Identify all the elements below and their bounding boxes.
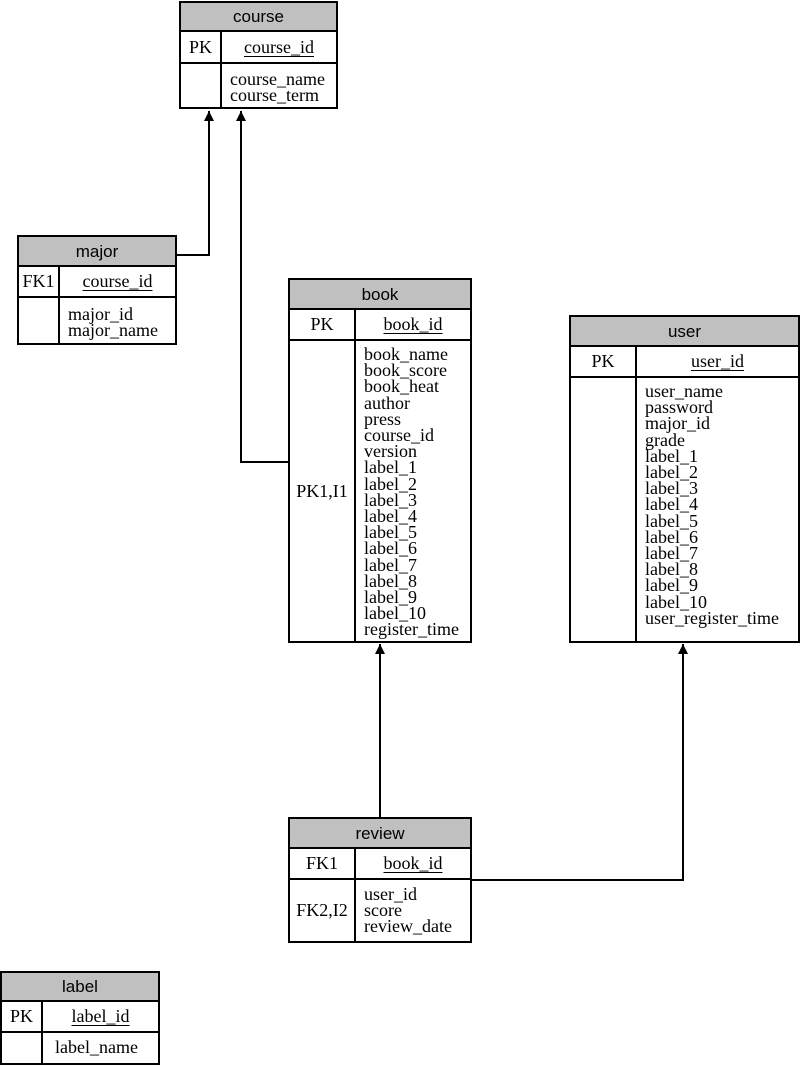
attribute-field: user_name <box>645 381 723 401</box>
attribute-field: label_4 <box>364 506 417 527</box>
attribute-field: label_5 <box>364 522 417 543</box>
attr-key-label <box>571 378 637 641</box>
attribute-field: label_1 <box>364 457 417 478</box>
attribute-field: label_6 <box>364 538 417 559</box>
attribute-field: label_name <box>55 1037 138 1057</box>
attribute-field: course_id <box>364 425 434 446</box>
attribute-field: course_term <box>230 85 319 106</box>
attribute-field: label_4 <box>645 494 698 515</box>
attribute-field: press <box>364 408 401 429</box>
attribute-field: label_10 <box>364 603 426 624</box>
primary-key-field: course_id <box>244 36 314 57</box>
foreign-key-field: book_id <box>383 853 443 873</box>
attribute-field: password <box>645 397 713 418</box>
entity-book[interactable]: book PK book_id PK1,I1 book_name book_sc… <box>288 278 472 643</box>
entity-title: user <box>571 317 798 347</box>
attribute-field: register_time <box>364 619 459 640</box>
entity-major[interactable]: major FK1 course_id major_id major_name <box>17 235 177 345</box>
attr-key-label <box>2 1033 43 1063</box>
primary-key-field: label_id <box>71 1006 130 1026</box>
attr-key-label <box>19 298 60 343</box>
attr-key-label <box>181 64 222 107</box>
attr-key-label: FK2,I2 <box>290 880 356 941</box>
entity-title: book <box>290 280 470 310</box>
attribute-field: label_3 <box>364 489 417 510</box>
attribute-field: label_7 <box>645 543 698 564</box>
attribute-field: label_1 <box>645 445 698 466</box>
attribute-field: user_register_time <box>645 607 779 628</box>
entity-title: label <box>2 973 158 1002</box>
foreign-key-field: course_id <box>82 271 153 291</box>
entity-title: review <box>290 819 470 849</box>
attribute-field: score <box>364 900 402 921</box>
entity-label[interactable]: label PK label_id label_name <box>0 971 160 1065</box>
key-type-label: PK <box>2 1002 43 1031</box>
attr-key-label: PK1,I1 <box>290 341 356 641</box>
entity-user[interactable]: user PK user_id user_name password major… <box>569 315 800 643</box>
key-type-label: PK <box>290 310 356 339</box>
attribute-field: book_score <box>364 360 447 381</box>
connector-book-to-course <box>236 111 289 463</box>
attribute-field: author <box>364 392 410 413</box>
attribute-field: major_id <box>68 304 133 324</box>
attribute-field: label_6 <box>645 526 698 547</box>
key-type-label: FK1 <box>19 267 60 296</box>
attribute-field: label_8 <box>364 570 417 591</box>
key-type-label: FK1 <box>290 849 356 878</box>
attribute-field: label_8 <box>645 559 698 580</box>
attribute-field: label_9 <box>645 575 698 596</box>
entity-course[interactable]: course PK course_id course_name course_t… <box>179 1 338 109</box>
attribute-field: label_2 <box>364 473 417 494</box>
entity-title: major <box>19 237 175 267</box>
connector-review-to-user <box>471 644 688 881</box>
entity-review[interactable]: review FK1 book_id FK2,I2 user_id score … <box>288 817 472 943</box>
attribute-field: book_name <box>364 344 448 364</box>
attribute-field: version <box>364 441 417 462</box>
key-type-label: PK <box>181 32 222 62</box>
key-type-label: PK <box>571 347 637 376</box>
attribute-field: book_heat <box>364 376 439 397</box>
attribute-field: review_date <box>364 916 452 937</box>
attribute-field: label_10 <box>645 591 707 612</box>
attribute-field: label_2 <box>645 462 698 483</box>
attribute-field: label_9 <box>364 587 417 608</box>
attribute-field: grade <box>645 429 685 450</box>
primary-key-field: user_id <box>691 351 744 371</box>
attribute-field: label_5 <box>645 510 698 531</box>
attribute-field: major_id <box>645 413 710 434</box>
attribute-field: course_name <box>230 69 325 89</box>
connector-major-to-course <box>176 111 214 256</box>
attribute-field: major_name <box>68 320 158 341</box>
attribute-field: label_7 <box>364 554 417 575</box>
attribute-field: label_3 <box>645 478 698 499</box>
attribute-field: user_id <box>364 884 417 904</box>
entity-title: course <box>181 3 336 32</box>
primary-key-field: book_id <box>383 314 443 334</box>
